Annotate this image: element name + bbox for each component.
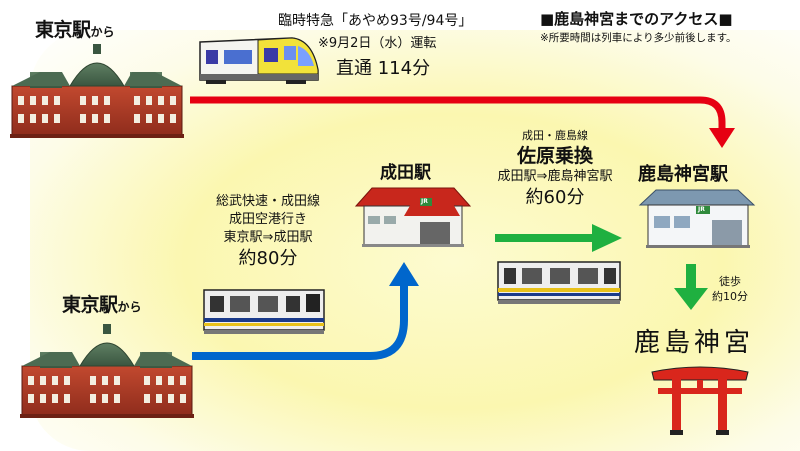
transfer-line-name: 成田・鹿島線 — [522, 129, 588, 142]
timing-note: ※所要時間は列車により多少前後します。 — [540, 32, 737, 44]
limited-express-name: 臨時特急「あやめ93号/94号」 — [278, 13, 473, 29]
page-title: ■鹿島神宮までのアクセス■ — [540, 10, 733, 28]
sobu-rapid-train-icon — [203, 289, 325, 334]
narita-jr-sign: JR — [421, 198, 428, 205]
run-date: ※9月2日（水）運転 — [318, 36, 437, 51]
torii-gate-icon — [651, 366, 749, 435]
sobu-bound-for: 成田空港行き — [228, 212, 307, 227]
walk-duration: 約10分 — [712, 290, 748, 303]
origin-label-bottom: 東京駅から — [62, 290, 142, 317]
sobu-segment: 東京駅⇒成田駅 — [223, 230, 313, 245]
transfer-segment: 成田駅⇒鹿島神宮駅 — [497, 169, 613, 184]
origin-suffix-bottom: から — [117, 300, 142, 314]
origin-station-name-bottom: 東京駅 — [62, 294, 118, 316]
sobu-duration: 約80分 — [238, 248, 298, 269]
origin-suffix: から — [90, 25, 115, 39]
walk-info: 徒歩 約10分 — [708, 274, 752, 304]
transfer-action: 佐原乗換 — [516, 145, 593, 167]
narita-station-building — [354, 187, 472, 247]
sobu-route-arrow — [192, 262, 419, 360]
tokyo-station-building-bottom — [20, 324, 194, 418]
narita-kashima-arrow — [495, 224, 622, 252]
kashima-station-building — [638, 189, 756, 248]
origin-station-name: 東京駅 — [35, 19, 91, 41]
kashima-station-label: 鹿島神宮駅 — [638, 164, 728, 185]
tokyo-station-building-top — [10, 44, 184, 138]
shrine-label: 鹿島神宮 — [634, 328, 755, 358]
direct-route-arrow — [190, 96, 735, 148]
narita-line-train-icon — [497, 261, 621, 304]
transfer-info: 成田・鹿島線 佐原乗換 成田駅⇒鹿島神宮駅 約60分 — [470, 128, 640, 210]
kashima-jr-sign: JR — [698, 206, 705, 213]
direct-duration: 直通 114分 — [336, 58, 431, 79]
sobu-route-info: 総武快速・成田線 成田空港行き 東京駅⇒成田駅 約80分 — [188, 193, 348, 271]
origin-label-top: 東京駅から — [35, 15, 115, 42]
walk-label: 徒歩 — [719, 275, 741, 288]
walk-arrow — [674, 264, 708, 310]
limited-express-train-icon — [199, 37, 319, 84]
narita-station-label: 成田駅 — [380, 163, 431, 183]
transfer-duration: 約60分 — [525, 187, 585, 208]
sobu-line-name: 総武快速・成田線 — [215, 194, 320, 209]
